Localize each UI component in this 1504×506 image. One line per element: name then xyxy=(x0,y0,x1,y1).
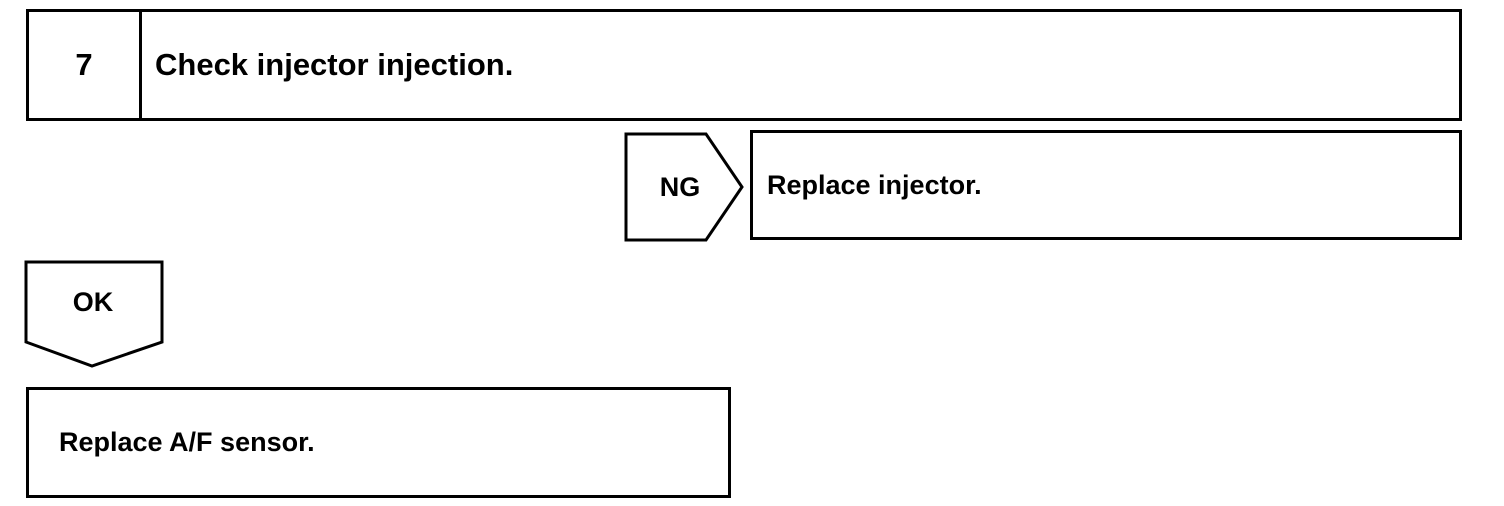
step-divider xyxy=(139,12,142,118)
ng-action-text: Replace injector. xyxy=(767,169,982,200)
step-title: Check injector injection. xyxy=(155,47,514,82)
ok-arrow-shape xyxy=(24,260,164,368)
ok-action-box: Replace A/F sensor. xyxy=(26,387,731,498)
step-box: 7 Check injector injection. xyxy=(26,9,1462,121)
ok-action-text: Replace A/F sensor. xyxy=(59,427,315,457)
ng-label: NG xyxy=(659,171,701,202)
ng-arrow-shape xyxy=(624,132,744,242)
step-number: 7 xyxy=(75,47,93,82)
ng-action-box: Replace injector. xyxy=(750,130,1462,240)
ok-label: OK xyxy=(72,286,114,317)
